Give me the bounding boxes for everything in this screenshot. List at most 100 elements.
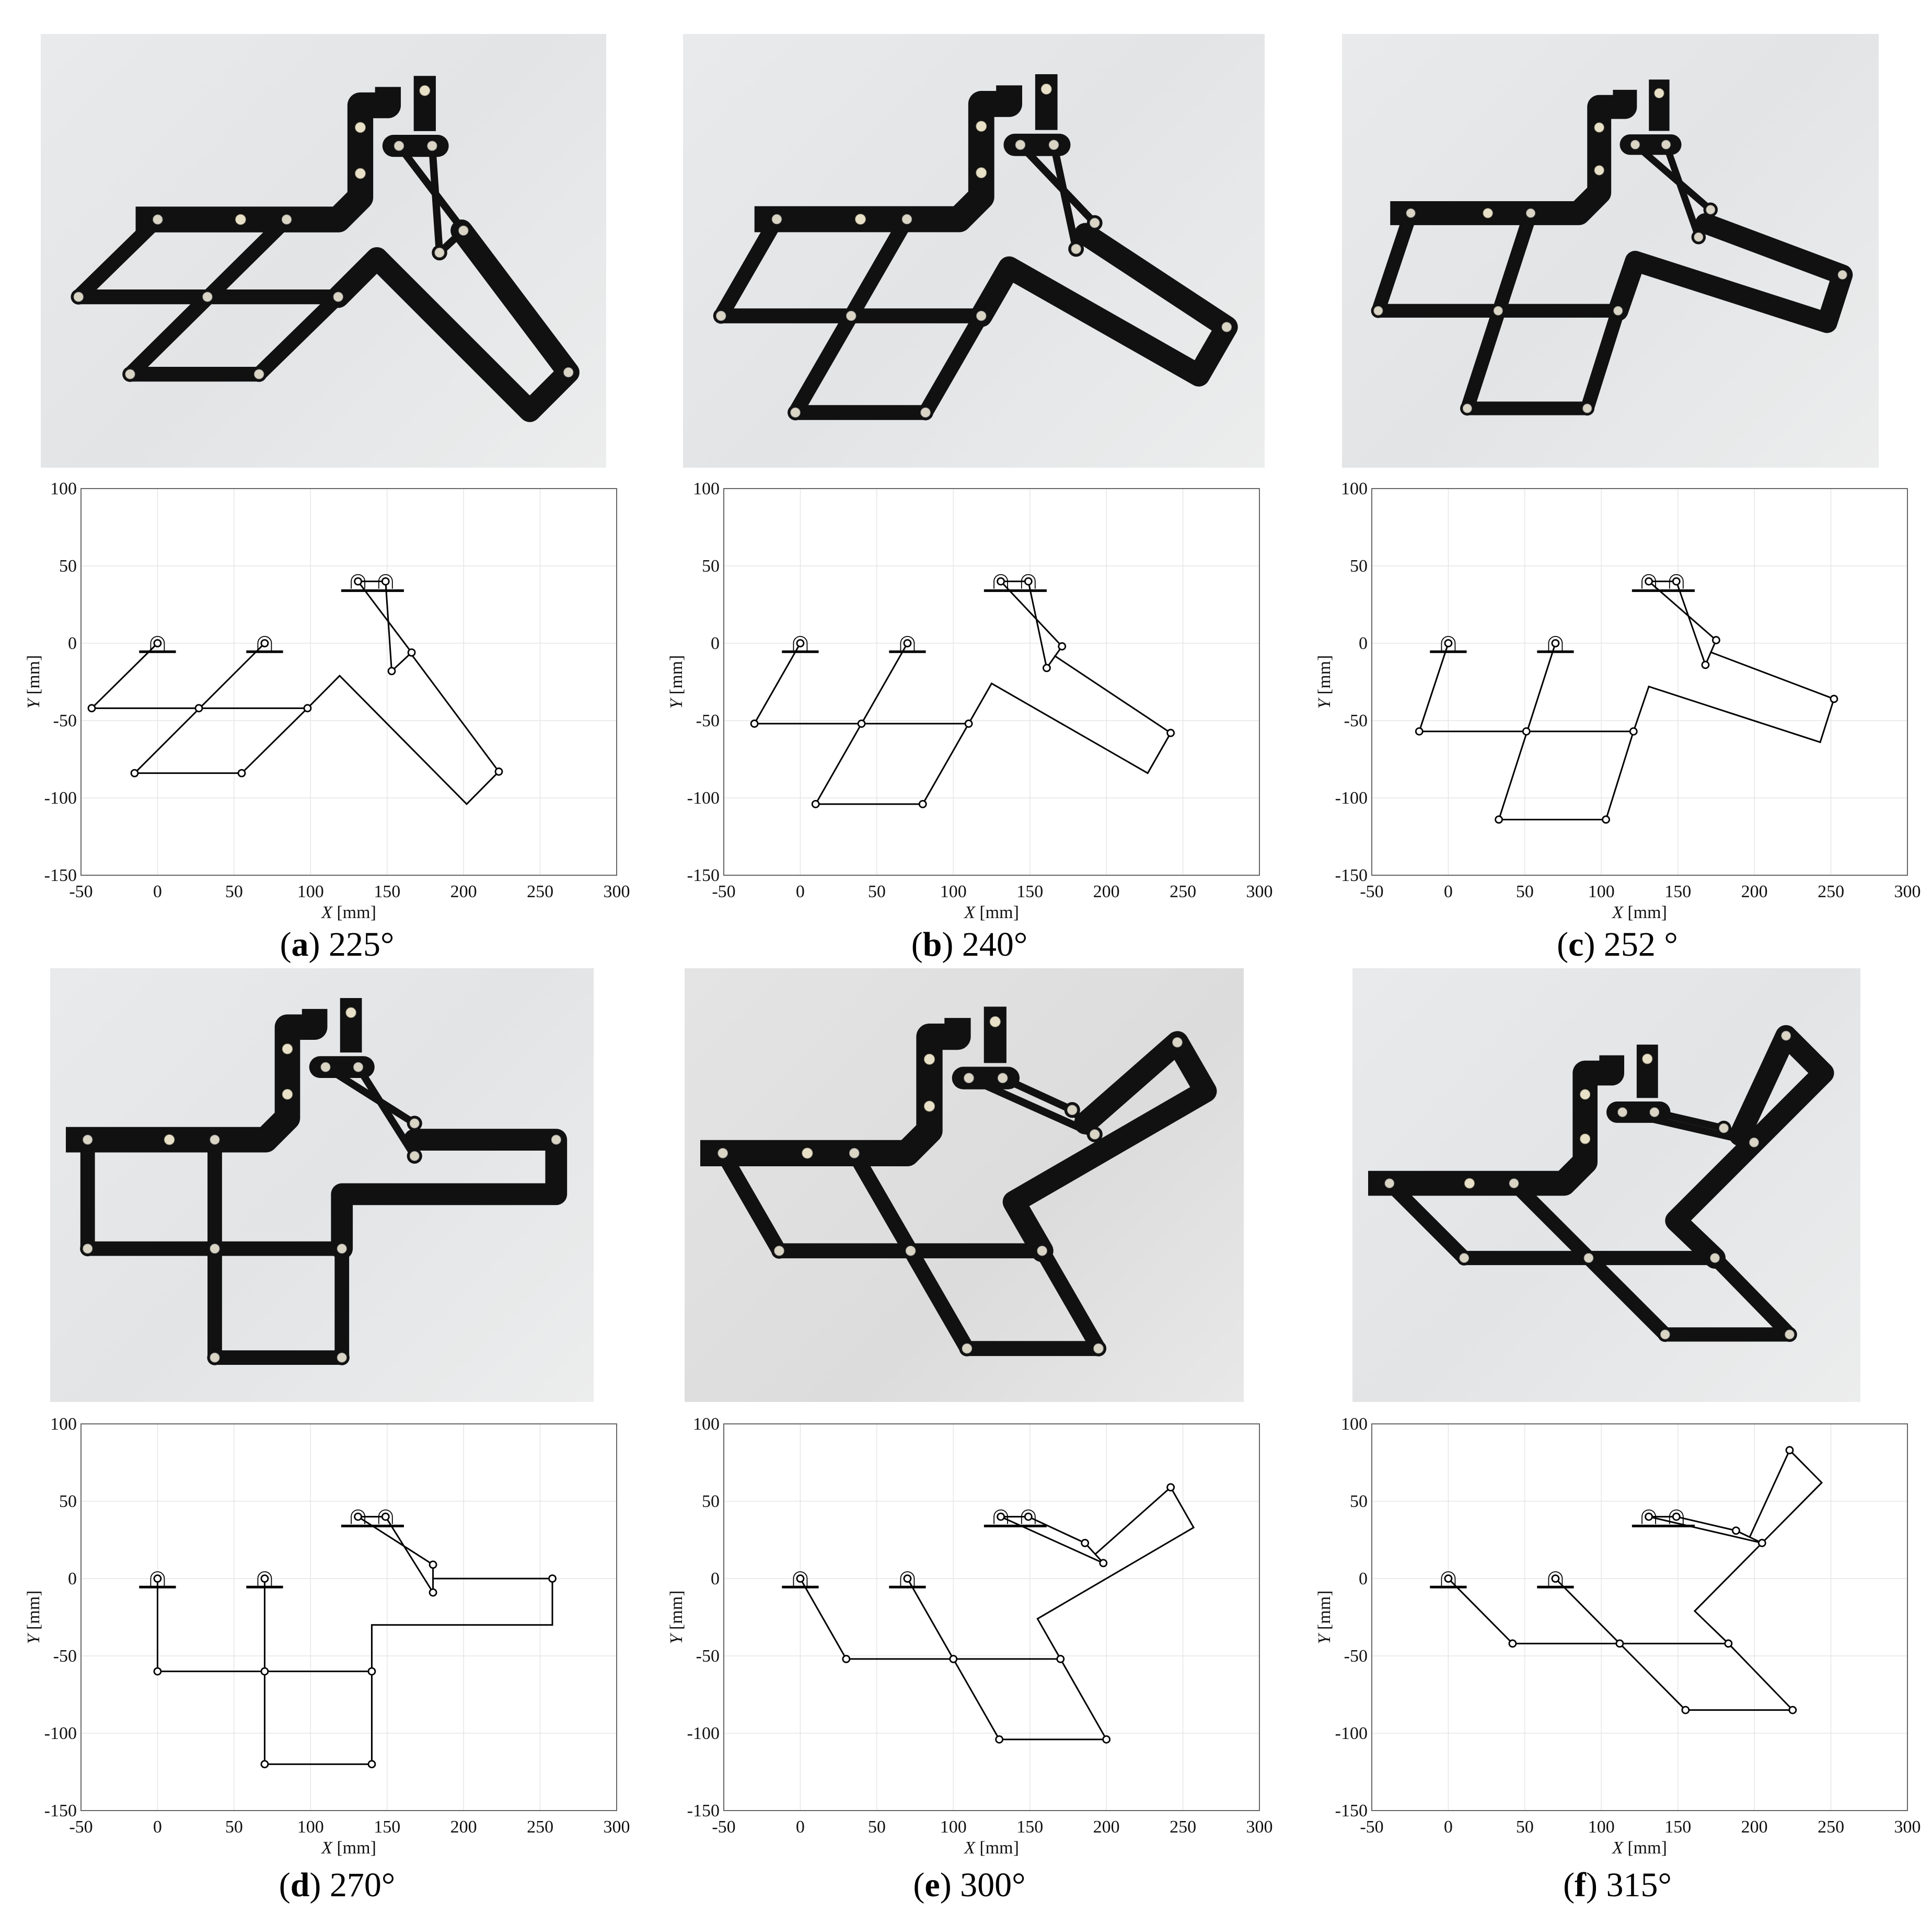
ground-pivot-icon xyxy=(1548,636,1563,651)
y-tick-label: -100 xyxy=(687,1724,720,1743)
link-line xyxy=(1728,1643,1794,1711)
x-tick-label: 0 xyxy=(796,882,805,901)
screw-icon xyxy=(1661,140,1671,149)
x-tick-label: 250 xyxy=(1818,1817,1844,1837)
y-tick-label: 0 xyxy=(711,634,720,653)
screw-icon xyxy=(1526,208,1536,218)
link-line xyxy=(1633,652,1835,744)
joint-marker xyxy=(842,1655,851,1663)
x-tick-label: 150 xyxy=(374,882,400,901)
x-tick-label: 100 xyxy=(1588,1817,1615,1837)
frame-bracket xyxy=(754,85,1022,233)
y-tick-label: -150 xyxy=(44,1801,77,1820)
mechanism-link xyxy=(1034,1243,1106,1356)
y-tick-label: -150 xyxy=(1335,1801,1368,1820)
x-tick-label: 300 xyxy=(604,1817,630,1837)
screw-icon xyxy=(419,85,431,96)
y-tick-label: -50 xyxy=(53,1646,77,1666)
joint-marker xyxy=(1757,1539,1766,1547)
mechanism-link xyxy=(71,212,165,305)
screw-icon xyxy=(73,292,84,302)
link-line xyxy=(800,1578,847,1660)
ground-pivot-icon xyxy=(793,1571,808,1586)
x-tick-label: 300 xyxy=(1894,882,1921,901)
joint-marker xyxy=(153,1667,162,1676)
screw-icon xyxy=(83,1244,93,1254)
screw-icon xyxy=(125,369,135,379)
x-tick-label: -50 xyxy=(712,1817,735,1837)
screw-icon xyxy=(210,1352,220,1363)
joint-marker xyxy=(1522,727,1531,736)
x-tick-label: 250 xyxy=(527,1817,553,1837)
link-line xyxy=(391,652,412,672)
joint-marker xyxy=(949,1655,958,1663)
link-line xyxy=(1036,1486,1195,1660)
link-line xyxy=(1605,731,1635,820)
x-axis-label: X [mm] xyxy=(963,903,1019,922)
mechanism-link xyxy=(965,1074,1098,1139)
joint-marker xyxy=(796,1574,805,1583)
mechanism-link xyxy=(331,1129,568,1260)
joint-marker xyxy=(1681,1706,1690,1714)
x-tick-label: 200 xyxy=(1741,1817,1768,1837)
photo-f xyxy=(1352,968,1860,1402)
screw-icon xyxy=(1221,322,1232,332)
ground-pivot-icon xyxy=(150,636,165,651)
screw-icon xyxy=(1048,140,1059,150)
joint-marker xyxy=(857,720,866,728)
screw-icon xyxy=(83,1134,93,1145)
link-line xyxy=(1736,1529,1763,1544)
screw-icon xyxy=(320,1062,331,1072)
screw-icon xyxy=(409,1151,420,1161)
screw-icon xyxy=(281,214,292,225)
screw-icon xyxy=(333,292,343,302)
x-tick-label: -50 xyxy=(1360,882,1383,901)
joint-marker xyxy=(354,577,362,586)
screw-icon xyxy=(1067,1105,1078,1116)
mechanism-link xyxy=(1665,1025,1834,1269)
joint-marker xyxy=(903,639,912,647)
ground-pivot-icon xyxy=(993,574,1008,589)
x-tick-label: 100 xyxy=(297,882,324,901)
y-axis-label: Y [mm] xyxy=(24,1591,43,1644)
screw-icon xyxy=(345,1007,356,1018)
screw-icon xyxy=(551,1134,561,1145)
x-tick-label: 0 xyxy=(153,1817,162,1837)
screw-icon xyxy=(964,1073,974,1083)
caption-e: (e) 300° xyxy=(913,1866,1026,1904)
screw-icon xyxy=(790,407,801,418)
joint-marker xyxy=(1672,1512,1681,1521)
mechanism-photo-b xyxy=(713,74,1238,421)
caption-f: (f) 315° xyxy=(1563,1866,1672,1904)
screw-icon xyxy=(282,1089,293,1100)
screw-icon xyxy=(394,141,404,151)
screw-icon xyxy=(1089,1129,1100,1140)
screw-icon xyxy=(337,1244,347,1254)
ground-pivot-icon xyxy=(1021,574,1036,589)
screw-icon xyxy=(920,407,931,418)
x-tick-label: 300 xyxy=(1246,882,1273,901)
screw-icon xyxy=(355,168,366,179)
link-line xyxy=(1676,1516,1737,1532)
joint-marker xyxy=(354,1512,362,1521)
screw-icon xyxy=(774,1245,784,1256)
joint-marker xyxy=(1056,1655,1065,1663)
ground-pivot-icon xyxy=(1441,1571,1456,1586)
mechanism-link xyxy=(999,1074,1076,1114)
link-line xyxy=(241,708,308,774)
x-tick-label: 150 xyxy=(1664,1817,1691,1837)
x-tick-label: 200 xyxy=(1093,882,1120,901)
joint-marker xyxy=(1166,1483,1175,1492)
x-tick-label: 50 xyxy=(225,882,243,901)
y-tick-label: 50 xyxy=(59,1492,77,1511)
joint-marker xyxy=(1701,660,1710,669)
ground-pivot-icon xyxy=(993,1509,1008,1524)
x-tick-label: 0 xyxy=(796,1817,805,1837)
joint-marker xyxy=(1444,1574,1453,1583)
y-tick-label: 100 xyxy=(50,479,77,498)
screw-icon xyxy=(976,167,987,179)
joint-marker xyxy=(1081,1539,1090,1547)
photo-e xyxy=(685,968,1244,1402)
